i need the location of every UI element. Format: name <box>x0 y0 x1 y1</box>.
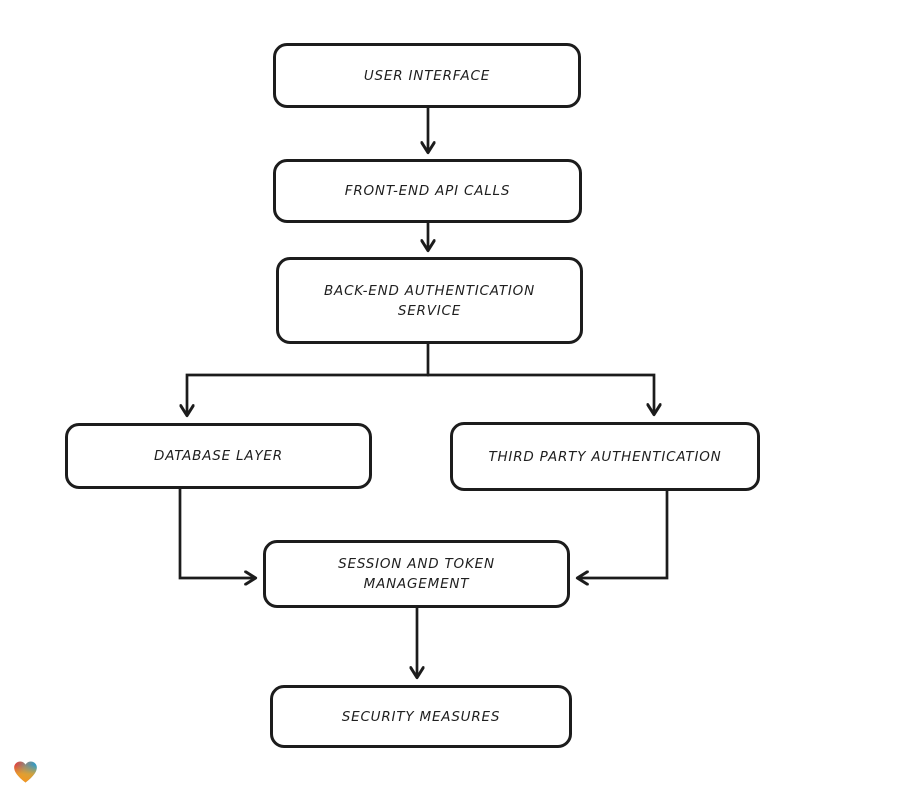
node-label: THIRD PARTY AUTHENTICATION <box>488 448 722 465</box>
heart-gradient-logo-icon[interactable] <box>11 758 40 786</box>
node-database-layer: DATABASE LAYER <box>65 423 372 489</box>
node-back-end-auth-service: BACK-END AUTHENTICATION SERVICE <box>276 257 583 344</box>
edge-backend-to-database <box>187 373 430 415</box>
node-label: SESSION AND TOKEN MANAGEMENT <box>338 556 495 592</box>
node-third-party-auth: THIRD PARTY AUTHENTICATION <box>450 422 760 491</box>
edge-backend-to-thirdparty <box>426 373 654 414</box>
node-session-token-mgmt: SESSION AND TOKEN MANAGEMENT <box>263 540 570 608</box>
node-label: BACK-END AUTHENTICATION SERVICE <box>323 282 535 319</box>
node-label: SECURITY MEASURES <box>341 708 501 725</box>
node-label: FRONT-END API CALLS <box>344 183 511 199</box>
node-user-interface: USER INTERFACE <box>273 43 581 108</box>
edge-thirdparty-to-session <box>578 489 669 578</box>
node-front-end-api-calls: FRONT-END API CALLS <box>273 159 582 223</box>
node-label: DATABASE LAYER <box>154 448 283 464</box>
node-label: USER INTERFACE <box>363 67 491 84</box>
edge-database-to-session <box>178 487 255 578</box>
node-security-measures: SECURITY MEASURES <box>270 685 572 748</box>
